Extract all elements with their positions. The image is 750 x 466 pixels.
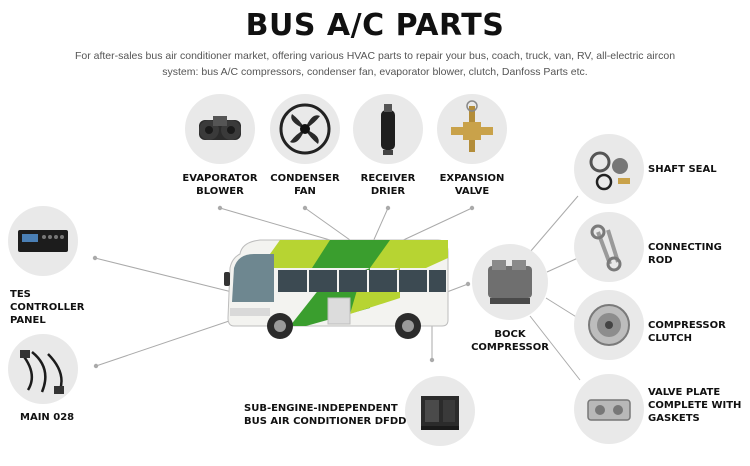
connector-shaft: [529, 195, 579, 253]
condenser-fan-image: [270, 94, 340, 164]
sub-engine-image: [405, 376, 475, 446]
label-line: ROD: [648, 255, 673, 266]
expansion-valve-label: EXPANSION VALVE: [428, 172, 516, 198]
valve-icon: [451, 100, 493, 152]
label-line: GASKETS: [648, 413, 700, 424]
receiver-drier-image: [353, 94, 423, 164]
label-line: CONNECTING: [648, 242, 722, 253]
label-line: EVAPORATOR: [182, 173, 258, 184]
label-line: MAIN 028: [20, 412, 75, 423]
connector-clutch: [545, 297, 579, 319]
evaporator-blower-image: [185, 94, 255, 164]
label-line: FAN: [294, 186, 316, 197]
label-line: VALVE: [454, 186, 490, 197]
connector-rod: [546, 257, 579, 273]
valve-plate-icon: [587, 399, 631, 421]
connector-main: [95, 317, 239, 367]
shaft-seal-label: SHAFT SEAL: [648, 163, 717, 176]
shaft-seal-image: [574, 134, 644, 204]
label-line: DRIER: [370, 186, 406, 197]
blower-icon: [199, 116, 241, 140]
connecting-rod-image: [574, 212, 644, 282]
label-line: CLUTCH: [648, 333, 693, 344]
seal-kit-icon: [589, 151, 630, 191]
page-subtitle: For after-sales bus air conditioner mark…: [74, 50, 676, 78]
label-line: COMPRESSOR: [648, 320, 726, 331]
connector-tes: [94, 257, 233, 293]
label-line: COMPLETE WITH: [648, 400, 742, 411]
label-line: TES: [10, 289, 31, 300]
sub-engine-label: SUB-ENGINE-INDEPENDENT BUS AIR CONDITION…: [244, 402, 406, 428]
label-line: SUB-ENGINE-INDEPENDENT: [244, 403, 398, 414]
wiring-harness-icon: [20, 350, 64, 394]
label-line: CONDENSER: [270, 173, 340, 184]
label-line: SHAFT SEAL: [648, 164, 717, 175]
clutch-icon: [588, 304, 630, 346]
condenser-fan-label: CONDENSER FAN: [262, 172, 348, 198]
evaporator-blower-label: EVAPORATOR BLOWER: [176, 172, 264, 198]
label-line: VALVE PLATE: [648, 387, 721, 398]
label-line: BUS AIR CONDITIONER DFDD: [244, 416, 407, 427]
drier-icon: [381, 104, 395, 155]
label-line: BLOWER: [196, 186, 244, 197]
compressor-clutch-image: [574, 290, 644, 360]
label-line: PANEL: [10, 315, 46, 326]
bock-compressor-image: [472, 244, 548, 320]
connecting-rod-label: CONNECTING ROD: [648, 241, 722, 267]
valve-plate-label: VALVE PLATE COMPLETE WITH GASKETS: [648, 386, 741, 425]
tes-panel-label: TES CONTROLLER PANEL: [10, 288, 85, 327]
valve-plate-image: [574, 374, 644, 444]
tes-panel-image: [8, 206, 78, 276]
bus-illustration: [224, 239, 449, 339]
main-028-image: [8, 334, 78, 404]
label-line: BOCK: [494, 329, 526, 340]
compressor-icon: [488, 260, 532, 304]
rod-icon: [590, 224, 622, 272]
label-line: RECEIVER: [360, 173, 416, 184]
receiver-drier-label: RECEIVER DRIER: [346, 172, 430, 198]
compressor-clutch-label: COMPRESSOR CLUTCH: [648, 319, 726, 345]
label-line: CONTROLLER: [10, 302, 85, 313]
controller-panel-icon: [18, 230, 68, 252]
main-028-label: MAIN 028: [20, 411, 74, 424]
label-line: EXPANSION: [439, 173, 505, 184]
fan-icon: [279, 103, 331, 155]
label-line: COMPRESSOR: [471, 342, 549, 353]
ac-unit-icon: [421, 396, 459, 430]
expansion-valve-image: [437, 94, 507, 164]
bock-compressor-label: BOCK COMPRESSOR: [464, 328, 556, 354]
page-title: BUS A/C PARTS: [245, 8, 505, 43]
